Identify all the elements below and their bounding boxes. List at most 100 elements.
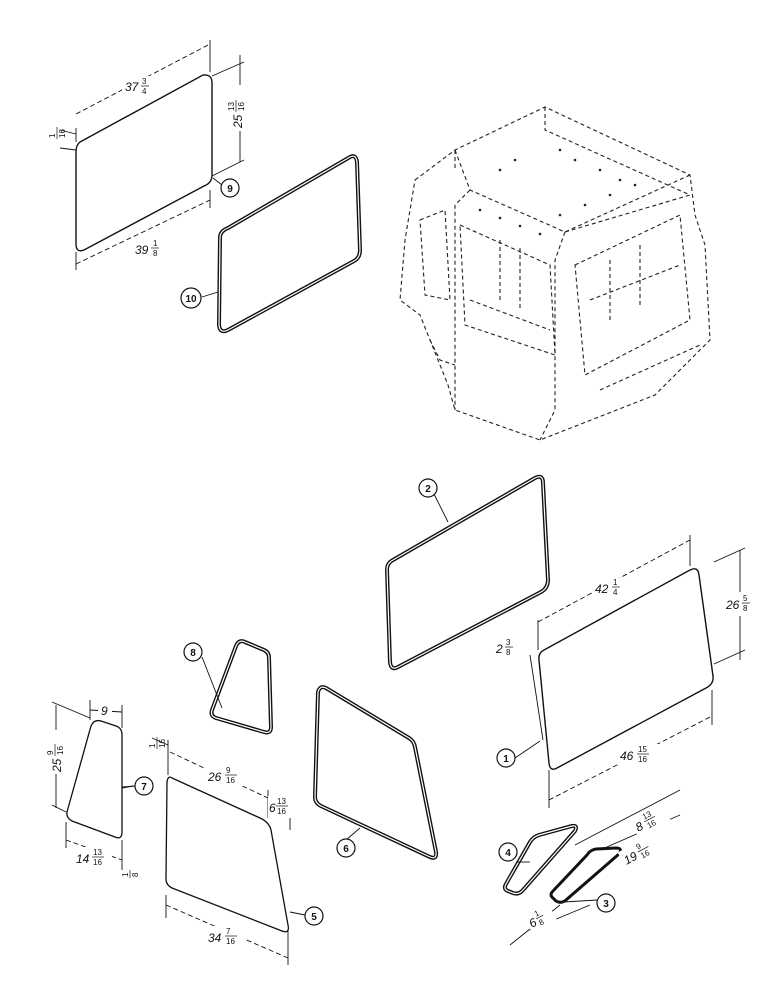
svg-text:19: 19 [621, 849, 640, 868]
callout-2: 2 [418, 478, 438, 498]
svg-text:25: 25 [50, 758, 64, 773]
svg-text:37: 37 [125, 80, 140, 94]
glass-9-pane [75, 74, 213, 252]
svg-text:25: 25 [231, 114, 245, 129]
svg-text:8: 8 [131, 872, 140, 877]
svg-text:9: 9 [227, 184, 233, 195]
svg-text:3: 3 [603, 899, 609, 910]
svg-text:1: 1 [153, 239, 158, 248]
callout-9: 9 [220, 178, 240, 198]
seal-2 [384, 474, 551, 671]
callout-10: 10 [180, 287, 202, 309]
svg-text:8: 8 [190, 648, 196, 659]
svg-text:16: 16 [226, 937, 235, 946]
svg-text:42: 42 [595, 582, 609, 596]
callout-5: 5 [304, 906, 324, 926]
svg-text:2: 2 [495, 642, 503, 656]
svg-text:7: 7 [226, 927, 231, 936]
callout-6: 6 [336, 838, 356, 858]
svg-text:16: 16 [277, 807, 286, 816]
svg-text:8: 8 [743, 604, 748, 613]
svg-text:1: 1 [613, 578, 618, 587]
leader-lines [121, 177, 598, 916]
svg-text:8: 8 [506, 648, 511, 657]
svg-text:16: 16 [226, 776, 235, 785]
seal-4 [502, 823, 578, 896]
seal-6 [312, 685, 439, 860]
svg-text:13: 13 [227, 102, 236, 111]
svg-text:1: 1 [48, 133, 57, 138]
dim-34-7-16: 34 716 [206, 926, 246, 948]
callout-4: 4 [498, 842, 518, 862]
dim-26-9-16: 26 916 [206, 766, 246, 786]
svg-text:34: 34 [208, 931, 222, 945]
svg-text:6: 6 [269, 801, 276, 815]
dim-6-1-8: 618 [522, 902, 558, 934]
svg-text:14: 14 [76, 852, 90, 866]
seal-8 [209, 639, 274, 735]
svg-text:15: 15 [638, 745, 647, 754]
svg-text:3: 3 [142, 77, 147, 86]
svg-text:9: 9 [101, 704, 108, 718]
svg-text:9: 9 [226, 766, 231, 775]
dim-42-1-4: 42 14 [592, 578, 626, 598]
svg-text:16: 16 [58, 129, 67, 138]
svg-text:4: 4 [613, 588, 618, 597]
svg-text:46: 46 [620, 749, 634, 763]
callout-1: 1 [496, 748, 516, 768]
svg-text:26: 26 [725, 598, 740, 612]
svg-text:1: 1 [148, 743, 157, 748]
cab-outline [399, 106, 711, 441]
svg-text:5: 5 [743, 594, 748, 603]
svg-text:16: 16 [638, 755, 647, 764]
svg-text:39: 39 [135, 243, 149, 257]
svg-text:13: 13 [277, 797, 286, 806]
svg-text:10: 10 [185, 294, 197, 305]
svg-text:8: 8 [153, 249, 158, 258]
svg-text:7: 7 [141, 782, 147, 793]
svg-text:2: 2 [425, 484, 431, 495]
svg-text:4: 4 [505, 848, 511, 859]
svg-text:6: 6 [343, 844, 349, 855]
svg-text:5: 5 [311, 912, 317, 923]
glass-1-pane [538, 568, 714, 770]
svg-text:26: 26 [207, 770, 222, 784]
svg-text:13: 13 [93, 848, 102, 857]
svg-text:16: 16 [56, 746, 65, 755]
callout-7: 7 [134, 776, 154, 796]
svg-text:4: 4 [142, 87, 147, 96]
dim-9: 9 [98, 703, 112, 719]
glass-3-pane [549, 846, 622, 904]
callout-3: 3 [596, 893, 616, 913]
seal-10 [216, 154, 363, 334]
svg-text:9: 9 [634, 841, 643, 851]
cab-rivets [478, 148, 637, 236]
svg-text:3: 3 [506, 638, 511, 647]
callout-8: 8 [183, 642, 203, 662]
glass-9-dims [59, 40, 245, 270]
svg-text:8: 8 [537, 917, 546, 927]
svg-text:1: 1 [533, 908, 542, 918]
glass-5-pane [165, 776, 290, 933]
svg-text:16: 16 [237, 102, 246, 111]
svg-text:9: 9 [46, 750, 55, 755]
svg-text:1: 1 [503, 754, 509, 765]
svg-text:16: 16 [93, 858, 102, 867]
dim-39-1-8: 39 18 [132, 238, 166, 260]
glass-7-pane [66, 719, 123, 839]
svg-text:16: 16 [158, 739, 167, 748]
